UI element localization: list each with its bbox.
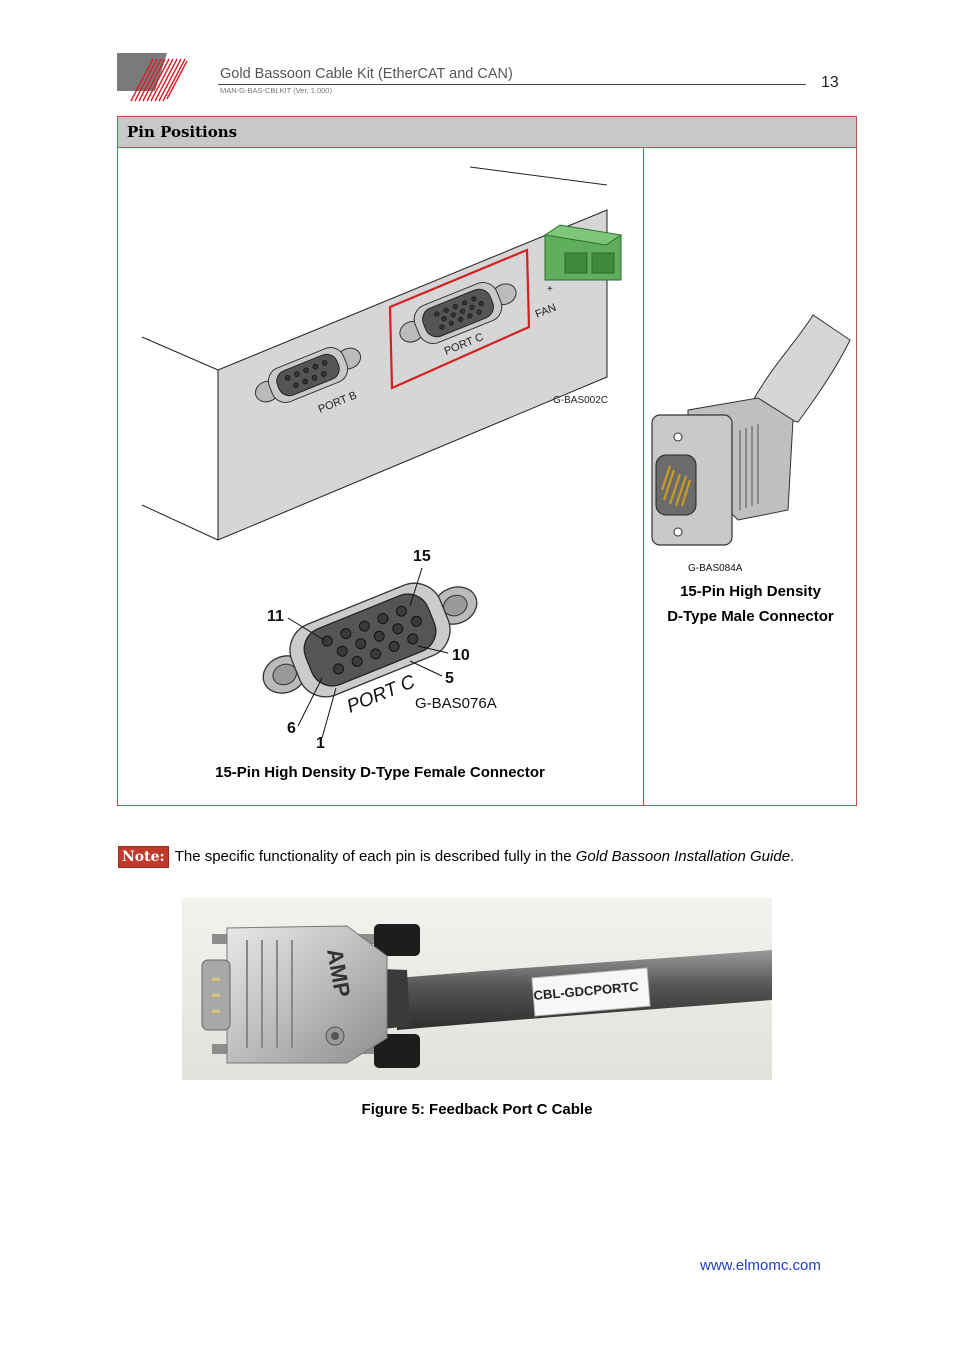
note-text-end: . [790,848,795,865]
pin-6-label: 6 [287,720,296,737]
pin-10-label: 10 [452,647,470,664]
female-figure-code: G-BAS076A [415,695,497,712]
pin-1-label: 1 [316,735,325,752]
document-title: Gold Bassoon Cable Kit (EtherCAT and CAN… [220,66,513,82]
installation-guide-reference: Gold Bassoon Installation Guide [575,848,791,865]
table-header: Pin Positions [118,117,856,148]
pin-5-label: 5 [445,670,454,687]
pin-positions-table: Pin Positions [117,116,857,806]
male-connector-caption-line1: 15-Pin High Density [680,583,821,600]
feedback-port-c-cable-photo: CBL-GDCPORTC AMP [182,898,772,1080]
female-connector-figure: PORT C G-BAS076A [262,567,497,739]
note-text: The specific functionality of each pin i… [174,848,576,865]
drive-panel-figure: PORT B PORT C + FAN G-BAS002C [141,166,623,541]
male-connector-caption-line2: D-Type Male Connector [667,608,834,625]
pin-11-label: 11 [267,608,284,625]
page-number: 13 [821,74,839,91]
footer-website-link[interactable]: www.elmomc.com [700,1257,821,1274]
header-rule [218,84,806,85]
female-connector-caption: 15-Pin High Density D-Type Female Connec… [215,764,545,781]
note-paragraph: Note: The specific functionality of each … [118,845,838,868]
column-divider [643,148,644,805]
pin-15-label: 15 [413,548,431,565]
company-logo [117,53,188,102]
male-figure-code: G-BAS084A [688,563,743,574]
table-heading: Pin Positions [127,123,238,141]
note-badge: Note: [118,846,169,868]
panel-figure-code: G-BAS002C [553,395,608,406]
figure-caption: Figure 5: Feedback Port C Cable [361,1101,593,1118]
male-connector-figure: G-BAS084A [651,314,851,574]
document-code: MAN-G-BAS-CBLKIT (Ver. 1.000) [220,86,332,95]
fan-plus-label: + [547,284,553,295]
